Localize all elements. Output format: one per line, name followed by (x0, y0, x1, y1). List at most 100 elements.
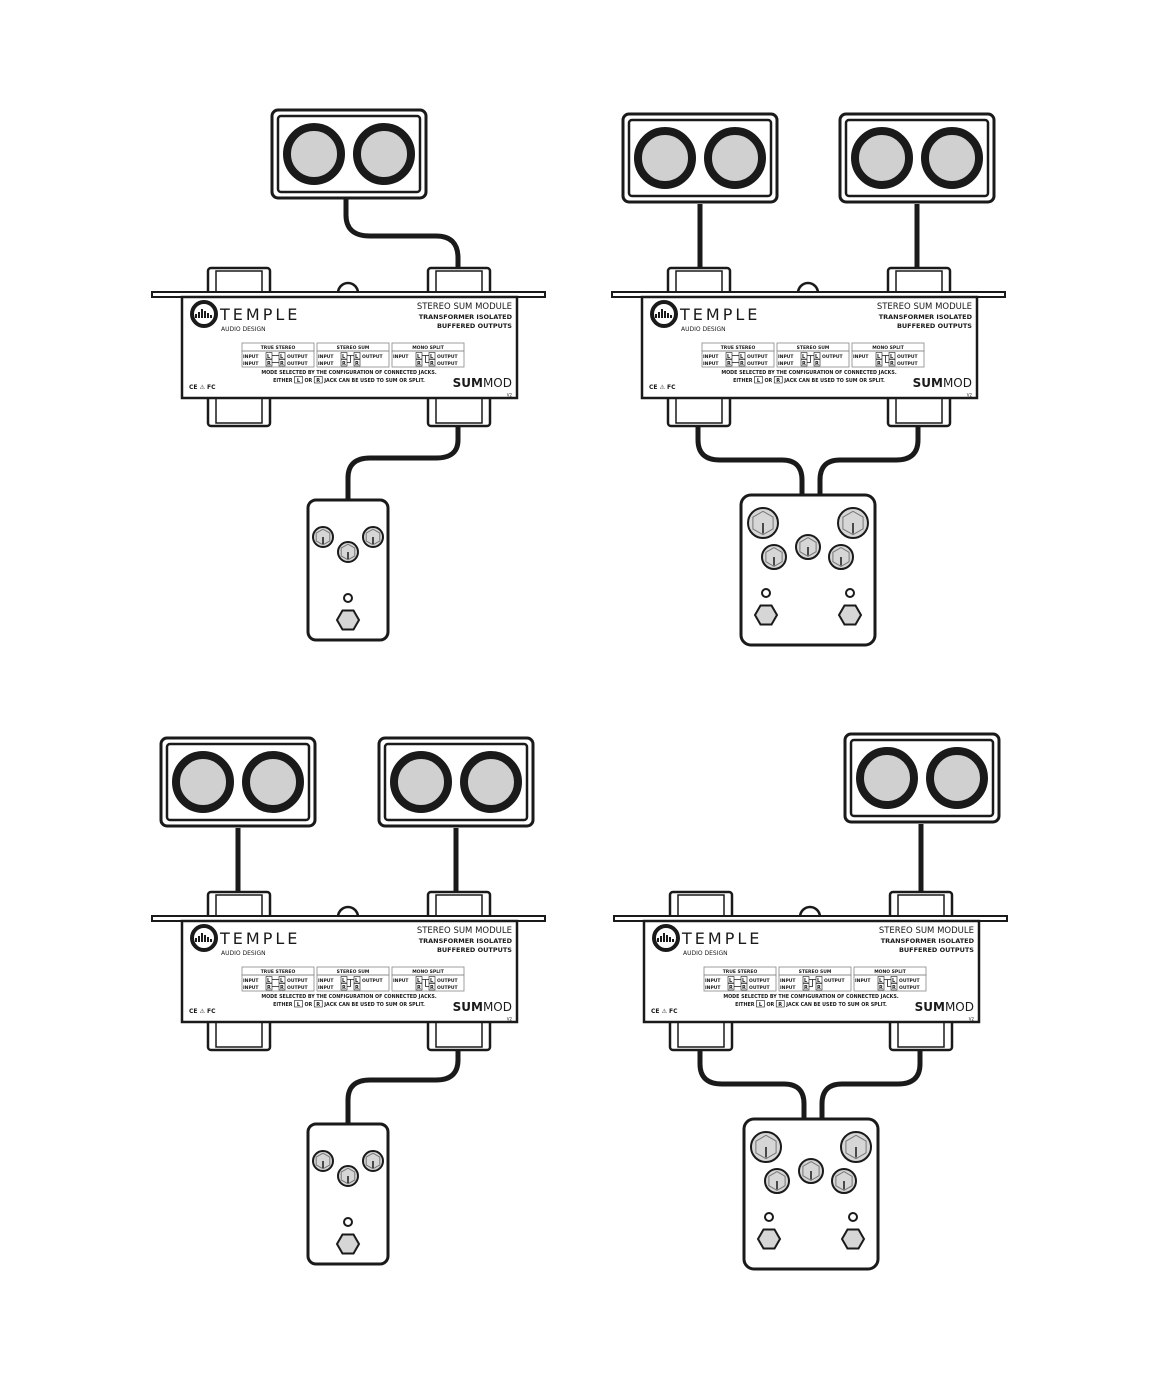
mode-note: OR (304, 1002, 312, 1008)
jack-letter: L (417, 354, 421, 360)
signal-path (272, 355, 279, 363)
product-name-light: MOD (943, 376, 972, 390)
jack-letter: L (877, 354, 881, 360)
jack-letter: L (280, 978, 284, 984)
mode-port-label: INPUT (243, 361, 259, 367)
jack-box (756, 1000, 765, 1008)
mode-name: STEREO SUM (797, 345, 830, 351)
led-icon (764, 1212, 774, 1222)
speaker-icon (283, 123, 345, 185)
module-subtitle: BUFFERED OUTPUTS (437, 322, 512, 330)
signal-path (882, 355, 889, 363)
panel-mono-pedal-split-two-amps (159, 736, 535, 1266)
speaker-icon (921, 127, 983, 189)
speaker-icon (926, 747, 988, 809)
jack-letter: L (804, 978, 808, 984)
footswitch-icon (335, 609, 361, 631)
mode-port-label: INPUT (703, 361, 719, 367)
product-version: V2 (967, 393, 973, 398)
knob-hex (799, 537, 817, 557)
speaker-icon (704, 127, 766, 189)
jack-box (875, 359, 883, 367)
jack-letter: R (355, 361, 359, 367)
jack-letter: R (316, 378, 320, 384)
signal-path (347, 979, 354, 987)
module-subtitle: TRANSFORMER ISOLATED (881, 937, 975, 945)
mode-port-label: OUTPUT (362, 354, 384, 360)
mode-name: STEREO SUM (799, 969, 832, 975)
mode-port-label: OUTPUT (437, 354, 459, 360)
jack-box (353, 359, 361, 367)
mode-port-label: OUTPUT (287, 978, 309, 984)
brand-subtitle: AUDIO DESIGN (683, 950, 728, 957)
jack-letter: R (417, 985, 421, 991)
mode-name: TRUE STEREO (261, 345, 296, 351)
mono-pedal (306, 1122, 390, 1266)
jack-letter: R (430, 985, 434, 991)
product-name-light: MOD (945, 1000, 974, 1014)
jack-letter: L (759, 1002, 763, 1008)
jack (886, 394, 952, 428)
amplifier (159, 736, 317, 828)
certification-marks: CE ⚠ FC (189, 1008, 216, 1015)
brand-name: TEMPLE (679, 305, 760, 324)
jack-box (773, 376, 783, 384)
logo-bar (655, 314, 657, 318)
logo-bar (669, 937, 671, 942)
amp-grille-frame (383, 742, 529, 822)
jack-nut (426, 394, 492, 428)
knob-hex (752, 510, 774, 536)
mode-name: MONO SPLIT (412, 969, 445, 975)
jack-box (415, 983, 423, 991)
mode-body-box (391, 974, 465, 992)
mode-note: OR (304, 378, 312, 384)
logo-bar (664, 311, 666, 318)
mode-body-box (776, 350, 850, 368)
jack-box (313, 1000, 323, 1008)
mode-port-label: INPUT (318, 354, 334, 360)
speaker-icon (851, 127, 913, 189)
product-name-bold: SUM (453, 376, 483, 390)
jack-letter: L (355, 978, 359, 984)
jack-box (415, 359, 423, 367)
amplifier (377, 736, 535, 828)
stereo-pedal (739, 493, 877, 647)
mode-port-label: INPUT (705, 985, 721, 991)
speaker-icon (242, 751, 304, 813)
jack-nut (206, 394, 272, 428)
knob-hex (845, 1134, 867, 1160)
module-subtitle: BUFFERED OUTPUTS (897, 322, 972, 330)
jack-box (294, 376, 303, 384)
amp-grille-frame (844, 118, 990, 198)
mode-port-label: INPUT (780, 978, 796, 984)
jack-box (353, 983, 361, 991)
mode-body-box (241, 974, 315, 992)
product-version: V2 (507, 1017, 513, 1022)
mode-port-label: INPUT (243, 985, 259, 991)
logo-bar (204, 935, 206, 942)
product-name-light: MOD (483, 1000, 512, 1014)
logo-bar (201, 309, 203, 318)
jack-letter: L (879, 978, 883, 984)
jack-letter: R (727, 361, 731, 367)
logo-bar (198, 312, 200, 318)
amp-grille-frame (165, 742, 311, 822)
mode-port-label: OUTPUT (747, 354, 769, 360)
mode-body-box (703, 974, 777, 992)
product-name: SUMMOD (915, 1000, 974, 1014)
logo-bar (667, 313, 669, 318)
led-icon (343, 593, 353, 603)
product-name: SUMMOD (913, 376, 972, 390)
logo-bar (207, 937, 209, 942)
jack-letter: R (280, 985, 284, 991)
mode-port-label: OUTPUT (287, 361, 309, 367)
product-name-bold: SUM (915, 1000, 945, 1014)
jack-letter: L (267, 978, 271, 984)
jack-letter: R (430, 361, 434, 367)
mode-port-label: OUTPUT (897, 361, 919, 367)
